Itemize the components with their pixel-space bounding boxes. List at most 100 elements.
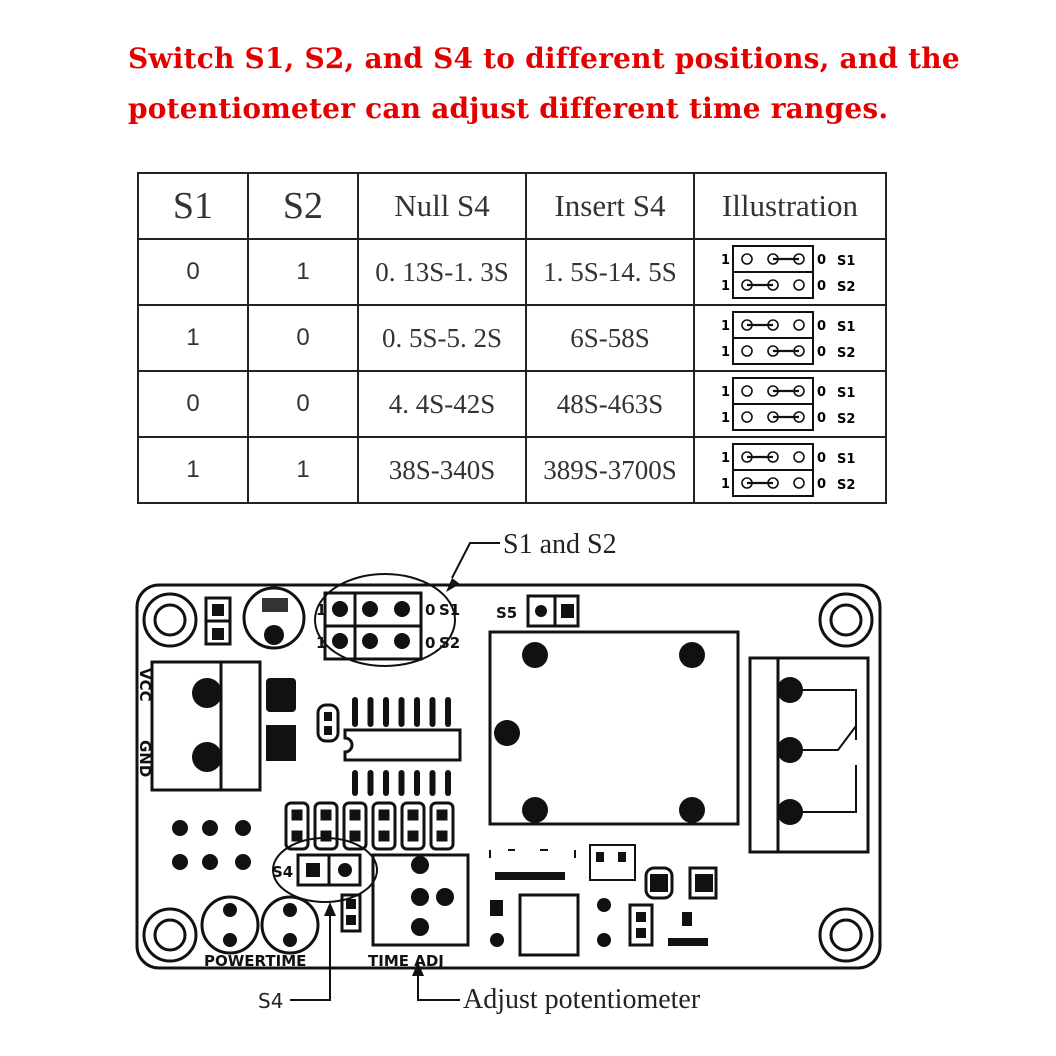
label-one: 1 (721, 319, 730, 334)
label-s1: S1 (837, 320, 855, 335)
mounting-hole-icon (818, 907, 874, 963)
pin-header-dots (172, 820, 251, 870)
output-terminal (748, 656, 870, 854)
mounting-hole-icon (818, 592, 874, 648)
ic-pin (383, 697, 389, 727)
header-s2: S2 (247, 172, 359, 240)
cell-s1: 1 (137, 436, 249, 504)
label-zero: 0 (817, 385, 826, 400)
ic-pin (352, 770, 358, 796)
label-one: 1 (721, 477, 730, 492)
header-s1: S1 (137, 172, 249, 240)
cell-null-s4: 4. 4S-42S (357, 370, 527, 438)
table-header-row: S1 S2 Null S4 Insert S4 Illustration (137, 172, 887, 240)
label-zero: 0 (817, 319, 826, 334)
round-component (242, 586, 306, 650)
ic-pin (429, 770, 436, 796)
silk-jumper-0-s2: 0 (425, 634, 435, 652)
label-one: 1 (721, 253, 730, 268)
label-zero: 0 (817, 253, 826, 268)
header-null-s4: Null S4 (357, 172, 527, 240)
label-one: 1 (721, 385, 730, 400)
cell-null-s4: 38S-340S (357, 436, 527, 504)
smd-pad-pair (400, 801, 426, 851)
smd-pad-pair (429, 801, 455, 851)
label-s1: S1 (837, 452, 855, 467)
ic-pin (352, 697, 358, 727)
ic-pin (429, 697, 436, 727)
callout-s1-s2: S1 and S2 (503, 529, 617, 560)
cell-s2: 1 (247, 238, 359, 306)
mounting-hole-icon (142, 907, 198, 963)
label-s2: S2 (837, 346, 855, 361)
smd-pad-pair (371, 801, 397, 851)
board-outline (135, 583, 882, 970)
s1-s2-callout-ellipse (314, 573, 456, 667)
ic-pin (445, 697, 451, 727)
label-s1: S1 (837, 386, 855, 401)
heading-line-2: potentiometer can adjust different time … (128, 92, 889, 125)
label-zero: 0 (817, 279, 826, 294)
power-led (200, 895, 260, 955)
cell-s1: 0 (137, 238, 249, 306)
label-zero: 0 (817, 411, 826, 426)
cell-null-s4: 0. 13S-1. 3S (357, 238, 527, 306)
silk-time-adj: TIME ADJ (368, 952, 444, 970)
silk-s2: S2 (439, 634, 460, 652)
label-one: 1 (721, 279, 730, 294)
power-terminal (150, 660, 262, 792)
jumper-pins (332, 601, 410, 649)
header-illustration: Illustration (693, 172, 887, 240)
ic-pin (398, 697, 405, 727)
label-one: 1 (721, 411, 730, 426)
cell-insert-s4: 1. 5S-14. 5S (525, 238, 695, 306)
silk-jumper-1-s1: 1 (316, 601, 326, 619)
label-one: 1 (721, 451, 730, 466)
label-s1: S1 (837, 254, 855, 269)
cell-s2: 0 (247, 304, 359, 372)
cell-s2: 1 (247, 436, 359, 504)
cell-s1: 0 (137, 370, 249, 438)
ic-pin (445, 770, 451, 796)
smd-pad-pair (342, 801, 368, 851)
label-one: 1 (721, 345, 730, 360)
ic-pin (398, 770, 405, 796)
silk-vcc: VCC (136, 668, 154, 702)
time-range-table: S1 S2 Null S4 Insert S4 Illustration 0 1… (137, 172, 887, 504)
silk-s1: S1 (439, 601, 460, 619)
ic-pin (383, 770, 389, 796)
callout-s4: S4 (258, 989, 283, 1013)
smd-pad-pair (313, 801, 339, 851)
ic-pin (367, 697, 374, 727)
label-zero: 0 (817, 345, 826, 360)
ic-pin (414, 697, 420, 727)
mounting-hole-icon (142, 592, 198, 648)
label-s2: S2 (837, 412, 855, 427)
label-zero: 0 (817, 451, 826, 466)
heading-line-1: Switch S1, S2, and S4 to different posit… (128, 42, 960, 75)
callout-adjust-potentiometer: Adjust potentiometer (463, 984, 701, 1015)
silk-gnd: GND (136, 740, 154, 777)
cell-null-s4: 0. 5S-5. 2S (357, 304, 527, 372)
silk-s5: S5 (496, 604, 517, 622)
header-insert-s4: Insert S4 (525, 172, 695, 240)
silk-s4: S4 (272, 863, 293, 881)
ic-pin (414, 770, 420, 796)
ic-pin (367, 770, 374, 796)
time-adjust-potentiometer (371, 853, 470, 947)
ic-chip (343, 728, 462, 762)
silk-jumper-0-s1: 0 (425, 601, 435, 619)
